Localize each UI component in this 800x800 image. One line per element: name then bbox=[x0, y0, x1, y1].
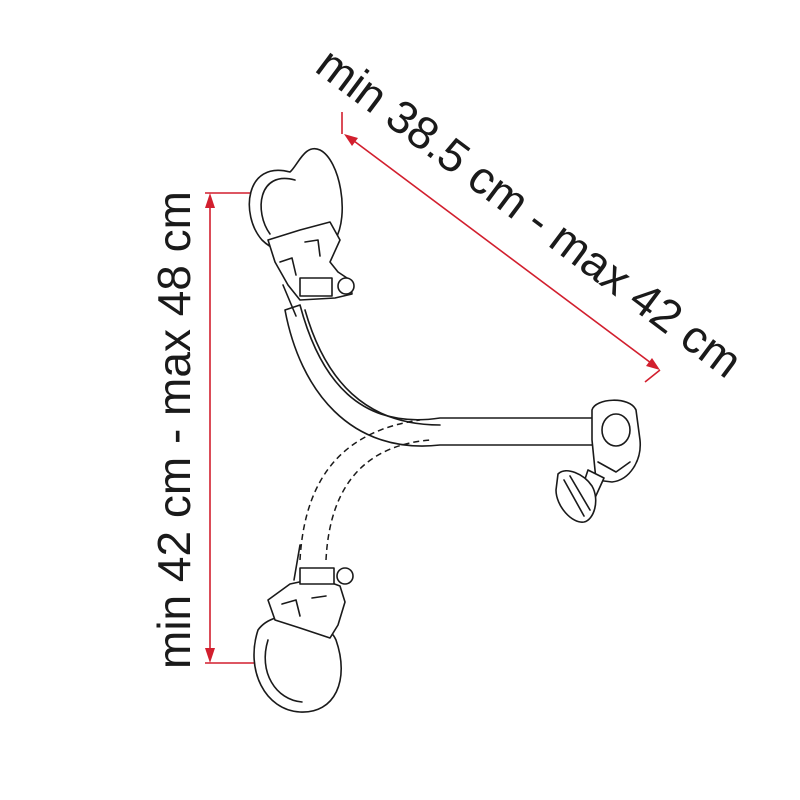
diagonal-dimension-line bbox=[349, 137, 656, 367]
mounting-clamp-detail bbox=[597, 461, 631, 473]
vertical-dimension-bottom-arrow bbox=[205, 648, 215, 663]
diagonal-dimension-start-arrow bbox=[344, 134, 358, 146]
diagonal-dimension-label: min 38.5 cm - max 42 cm bbox=[307, 37, 752, 388]
mounting-screw-knob-grip bbox=[563, 475, 591, 517]
lower-frame-loop-inner bbox=[264, 639, 303, 703]
vertical-dimension-label: min 42 cm - max 48 cm bbox=[148, 191, 200, 669]
upper-arm-tube bbox=[284, 304, 596, 447]
lower-clamp-detail bbox=[281, 595, 327, 617]
upper-strap-tail bbox=[282, 284, 297, 317]
lower-clamp-knob bbox=[336, 567, 354, 585]
upper-clamp-knob bbox=[337, 277, 355, 295]
upper-arm bbox=[248, 147, 596, 447]
diagonal-dimension bbox=[341, 112, 661, 383]
vertical-dimension-top-arrow bbox=[205, 193, 215, 208]
diagonal-dimension-end-tick bbox=[644, 369, 661, 383]
upper-frame-loop-inner bbox=[260, 177, 296, 235]
mounting-clamp-bore bbox=[601, 413, 631, 447]
lower-clamp-block bbox=[299, 567, 335, 585]
upper-clamp-detail bbox=[279, 239, 321, 276]
upper-clamp-block bbox=[299, 277, 333, 297]
lower-strap-tail bbox=[293, 544, 301, 581]
diagonal-dimension-end-arrow bbox=[646, 358, 660, 370]
lower-arm-alternate-position bbox=[253, 419, 431, 713]
mounting-clamp bbox=[555, 399, 641, 523]
upper-arm-tube-highlight bbox=[304, 309, 441, 426]
lower-arm-tube-inner bbox=[325, 439, 431, 561]
lower-arm-tube-outer bbox=[299, 419, 421, 561]
